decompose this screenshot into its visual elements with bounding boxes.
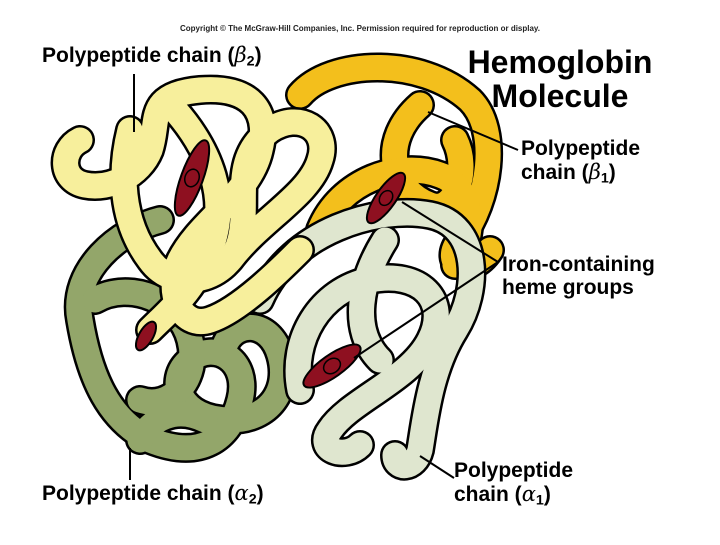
label-alpha1-chain: Polypeptide chain (α1) bbox=[454, 459, 574, 509]
heme-groups bbox=[134, 139, 407, 389]
copyright-notice: Copyright © The McGraw-Hill Companies, I… bbox=[179, 24, 541, 33]
leader-alpha1 bbox=[419, 455, 455, 479]
alpha2-chain bbox=[63, 205, 298, 463]
label-beta2-chain: Polypeptide chain (β2) bbox=[42, 43, 262, 70]
title-line-1: Hemoglobin bbox=[467, 44, 653, 80]
leader-beta1 bbox=[427, 111, 519, 151]
label-heme-groups: Iron-containing heme groups bbox=[502, 253, 655, 299]
title-line-2: Molecule bbox=[491, 77, 629, 114]
leader-heme-bottom bbox=[353, 261, 499, 359]
leader-heme-top bbox=[401, 201, 499, 263]
heme-group-beta1 bbox=[365, 171, 407, 225]
heme-group-alpha1 bbox=[302, 343, 362, 389]
label-beta1-chain: Polypeptide chain (β1) bbox=[521, 137, 641, 187]
heme-group-beta2 bbox=[173, 139, 211, 217]
alpha1-chain bbox=[245, 197, 487, 481]
diagram-title: Hemoglobin Molecule bbox=[420, 44, 700, 114]
label-alpha2-chain: Polypeptide chain (α2) bbox=[42, 481, 264, 508]
leader-lines bbox=[129, 74, 519, 480]
heme-group-alpha2 bbox=[134, 320, 158, 352]
